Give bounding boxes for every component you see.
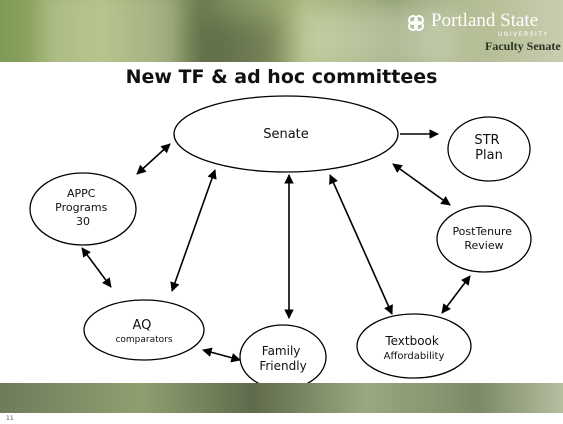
- header-banner: Portland State UNIVERSITY Faculty Senate: [0, 0, 563, 62]
- node-textbook-label: Textbook Affordability: [384, 334, 445, 362]
- node-appc-label: APPC Programs 30: [55, 187, 111, 228]
- node-aq: [83, 299, 205, 361]
- node-str-plan: [447, 116, 531, 182]
- logo-subtitle: Faculty Senate: [485, 39, 561, 53]
- node-textbook: [356, 313, 472, 379]
- arrow-senate-appc: [136, 143, 171, 175]
- footer-banner: [0, 383, 563, 413]
- arrow-aq-family: [202, 347, 241, 363]
- arrow-textbook-posttenure: [441, 275, 471, 314]
- logo-name: Portland State: [431, 10, 539, 31]
- node-appc: [29, 172, 137, 246]
- node-aq-label: AQ comparators: [115, 318, 172, 345]
- arrow-senate-aq: [170, 169, 217, 292]
- logo-mark-icon: [408, 15, 424, 31]
- logo-university: UNIVERSITY: [498, 31, 549, 38]
- node-posttenure: [436, 205, 532, 273]
- arrow-senate-posttenure: [392, 163, 451, 206]
- arrow-appc-aq: [81, 247, 112, 288]
- arrow-senate-textbook: [329, 174, 393, 315]
- node-posttenure-label: PostTenure Review: [452, 225, 515, 252]
- node-str-label: STR Plan: [474, 133, 503, 163]
- node-senate: [173, 95, 399, 173]
- node-family-label: Family Friendly: [259, 344, 306, 373]
- slide-title: New TF & ad hoc committees: [125, 66, 438, 88]
- page-number: 11: [6, 415, 14, 422]
- node-senate-label: Senate: [263, 127, 309, 142]
- university-logo: Portland State UNIVERSITY Faculty Senate: [405, 6, 561, 56]
